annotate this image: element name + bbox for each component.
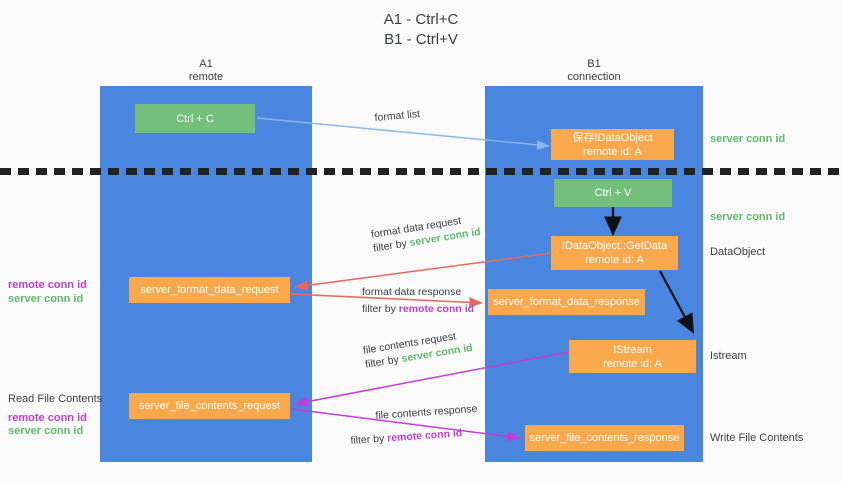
node-idataobject-getdata-line2: remote id: A — [585, 254, 644, 266]
edge-label-format-data-response-text: format data response — [362, 286, 462, 298]
title-line-1: A1 - Ctrl+C — [383, 11, 459, 28]
left-label-format-remote-conn-id: remote conn id — [8, 279, 87, 291]
node-server-format-data-response[interactable]: server_format_data_response — [488, 289, 645, 315]
node-idataobject-getdata-line1: IDataObject::GetData — [561, 240, 668, 252]
left-label-format-server-conn-id: server conn id — [8, 293, 84, 305]
column-b1-name: B1 — [587, 58, 601, 70]
node-ctrl-c[interactable]: Ctrl + C — [135, 104, 255, 133]
node-istream[interactable]: IStream remote id: A — [569, 340, 696, 373]
edge-label-format-list-text: format list — [374, 108, 421, 124]
node-server-file-contents-response-label: server_file_contents_response — [529, 432, 680, 444]
edge-label-format-data-request: format data request filter by server con… — [370, 211, 482, 256]
column-a1-name: A1 — [199, 58, 213, 70]
left-label-file-remote-conn-id: remote conn id — [8, 412, 87, 424]
node-save-idataobject-line1: 保存IDataObject — [572, 131, 653, 144]
right-label-dataobject: DataObject — [710, 246, 766, 258]
node-idataobject-getdata[interactable]: IDataObject::GetData remote id: A — [551, 236, 678, 270]
node-ctrl-v-label: Ctrl + V — [594, 187, 632, 199]
edge-label-file-contents-response-filter: filter by remote conn id — [350, 426, 463, 448]
filter-value: remote conn id — [386, 427, 463, 445]
node-istream-line2: remote id: A — [603, 357, 662, 370]
filter-prefix: filter by — [350, 432, 388, 447]
node-istream-line1: IStream — [613, 343, 652, 356]
node-server-file-contents-request[interactable]: server_file_contents_request — [129, 393, 290, 419]
node-server-format-data-response-label: server_format_data_response — [493, 296, 640, 308]
right-label-server-conn-id-top: server conn id — [710, 133, 786, 145]
node-ctrl-v[interactable]: Ctrl + V — [554, 179, 672, 207]
edge-label-format-data-response-filter: filter by remote conn id — [362, 302, 474, 316]
filter-prefix: filter by — [362, 303, 399, 315]
node-server-file-contents-response[interactable]: server_file_contents_response — [525, 425, 684, 451]
left-label-read-file-contents: Read File Contents — [8, 393, 103, 405]
column-a1-sub: remote — [188, 71, 224, 83]
edge-label-file-contents-response: file contents response — [375, 402, 478, 423]
left-label-file-server-conn-id: server conn id — [8, 425, 84, 437]
column-header-a1: A1 remote — [126, 58, 286, 84]
diagram-title: A1 - Ctrl+C B1 - Ctrl+V — [0, 10, 842, 50]
column-header-b1: B1 connection — [514, 58, 674, 84]
right-label-istream: Istream — [710, 350, 747, 362]
edge-label-file-contents-response-text: file contents response — [375, 402, 478, 422]
filter-value: remote conn id — [398, 303, 475, 315]
edge-label-format-data-response: format data response filter by remote co… — [362, 285, 474, 316]
node-server-format-data-request-label: server_format_data_request — [140, 284, 279, 296]
right-label-write-file-contents: Write File Contents — [710, 432, 804, 444]
edge-label-format-list: format list — [374, 107, 421, 125]
node-server-format-data-request[interactable]: server_format_data_request — [129, 277, 290, 303]
right-label-server-conn-id-mid: server conn id — [710, 211, 786, 223]
edge-label-file-contents-request: file contents request filter by server c… — [362, 327, 474, 372]
title-line-2: B1 - Ctrl+V — [384, 31, 458, 48]
phase-divider — [0, 168, 842, 175]
column-b1-sub: connection — [567, 71, 621, 83]
node-server-file-contents-request-label: server_file_contents_request — [138, 400, 281, 412]
node-ctrl-c-label: Ctrl + C — [176, 112, 214, 125]
node-save-idataobject-line2: remote id: A — [583, 145, 642, 158]
node-save-idataobject[interactable]: 保存IDataObject remote id: A — [551, 129, 674, 160]
